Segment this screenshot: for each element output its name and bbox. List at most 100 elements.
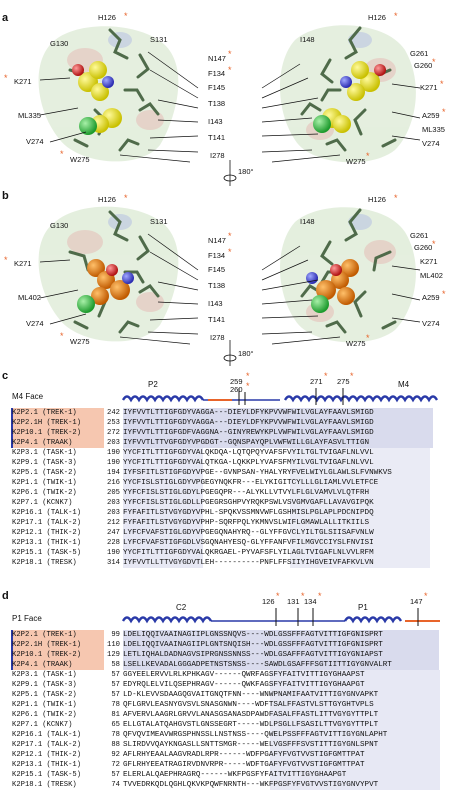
structure-figures [38,25,421,366]
sequence-start: 203 [107,509,120,517]
sequence-name: K2P4.1 (TRAAK) [12,439,73,447]
sequence-start: 228 [107,539,120,547]
label-f145-a: F145 [208,83,226,92]
label-w275-left-b: W275 [70,337,90,346]
sequence-name: K2P17.1 (TALK-2) [12,741,82,749]
label-ml402-left: ML402 [18,293,41,302]
label-ml402-right: ML402 [420,271,443,280]
panel-b-letter: b [2,190,9,202]
sequence-residues: LD-KLEVVSDAAGQGVAITGNQTFNN----WNWPNAMIFA… [123,691,379,699]
helix-p1-label: P1 [358,603,368,612]
sequence-residues: AFLRHYEAALAAGVRADLRPR------WDFPGAFYFVGTV… [123,751,365,759]
label-k271-left: K271 [14,77,32,86]
sequence-start: 242 [107,409,120,417]
sequence-start: 99 [111,631,120,639]
sequence-name: K2P16.1 (TALK-1) [12,509,82,517]
label-v274-left: V274 [26,137,44,146]
sequence-start: 81 [111,711,120,719]
label-i278-a: I278 [210,151,225,160]
sequence-name: K2P10.1 (TREK-2) [12,429,82,437]
sequence-name: K2P6.1 (TWIK-2) [12,489,77,497]
panel-c-letter: c [2,370,9,382]
sequence-residues: LYFCFVAFSTIGFGDLVSGQNAHYESQ-GLYFFANFVFIL… [123,539,374,547]
sequence-name: K2P3.1 (TASK-1) [12,671,77,679]
sequence-name: K2P13.1 (THIK-1) [12,539,82,547]
sequence-start: 212 [107,519,120,527]
label-w275-right: W275 [346,157,366,166]
sequence-residues: YYFCFISLSTIGLGDYLPGEGQPR---ALYKLLVTVYLFL… [123,489,370,497]
sequence-name: K2P6.1 (TWIK-2) [12,711,77,719]
sequence-name: K2P12.1 (THIK-2) [12,751,82,759]
label-v274-right: V274 [422,139,440,148]
label-ml335-left: ML335 [18,111,41,120]
label-k271-left-b: K271 [14,259,32,268]
label-f134-b: F134 [208,251,226,260]
sequence-residues: YYCFISLSTIGLGDYVPGEGYNQKFR---ELYKIGITCYL… [123,479,379,487]
sequence-start: 65 [111,721,120,729]
sequence-residues: YYCFITLTTIGFGDYVALQKRGAEL-PYVAFSFLYILAGL… [123,549,374,557]
sequence-start: 58 [111,661,120,669]
marker-271: 271 [310,377,323,386]
label-g261-b: G261 [410,231,429,240]
sequence-residues: QFLGRVLEASNYGVSVLSNASGNWN----WDFTSALFFAS… [123,701,374,709]
marker-259: 259 [230,377,243,386]
sequence-name: K2P2.1 (TREK-1) [12,409,77,417]
sequence-residues: SLIRDVVQAYKNGASLLSNTTSMGR-----WELVGSFFFS… [123,741,379,749]
sequence-name: K2P7.1 (KCNK7) [12,499,73,507]
sequence-residues: QFVQVIMEAVWRGSPHNSSLLNSTNSS----QWELPSSFF… [123,731,388,739]
sequence-start: 216 [107,479,120,487]
sequence-start: 190 [107,549,120,557]
label-ml335-right: ML335 [422,125,445,134]
sequence-residues: YYCFITLTTIGFGDYVALQKDQA-LQTQPQYVAFSFVYIL… [123,449,374,457]
sequence-start: 88 [111,741,120,749]
label-i143-a: I143 [208,117,223,126]
sequence-start: 110 [107,641,120,649]
sequence-start: 190 [107,449,120,457]
sequence-residues: LETLIQHALDADNAGVSIPRGNSSNNSS---WDLGSAFFF… [123,651,383,659]
label-k271-right-b: K271 [420,257,438,266]
sequence-residues: TVVEDRKQDLQGHLQKVKPQWFNRNTH---WKFPGSFYFV… [123,781,379,789]
sequence-start: 203 [107,499,120,507]
label-f145-b: F145 [208,265,226,274]
sequence-residues: IYFVVTLLTTVGYGDVTLEH----------PNFLFFSIIY… [123,559,374,567]
sequence-residues: LSELLKEVADALGGGADPETNSTSNSS----SAWDLGSAF… [123,661,392,669]
sequence-start: 78 [111,701,120,709]
label-h126-left: H126 [98,13,116,22]
label-a259-a: A259 [422,111,440,120]
sequence-residues: LYFCFVAFSTIGLGDYVPGEGQNAHYRQ--GLYFFGVCLY… [123,529,374,537]
sequence-residues: FYFAFITLSTVGYGDYVPHP-SQRFPQLYKMNVSLWIFLG… [123,519,370,527]
p1-face-label: P1 Face [12,614,42,623]
sequence-name: K2P10.1 (TREK-2) [12,651,82,659]
sequence-name: K2P4.1 (TRAAK) [12,661,73,669]
label-h126-right-b: H126 [368,195,386,204]
sequence-start: 57 [111,671,120,679]
label-k271-right: K271 [420,83,438,92]
label-t141-b: T141 [208,315,226,324]
sequence-residues: GGYEELERVVLRLKPHKAGV------QWRFAGSFYFAITV… [123,671,365,679]
label-i148-a: I148 [300,35,315,44]
sequence-residues: GFLRHYEEATRAGIRVDNVRPR-----WDFTGAFYFVGTV… [123,761,365,769]
sequence-name: K2P13.1 (THIK-1) [12,761,82,769]
sequence-start: 247 [107,529,120,537]
sequence-name: K2P5.1 (TASK-2) [12,469,77,477]
sequence-name: K2P15.1 (TASK-5) [12,549,82,557]
